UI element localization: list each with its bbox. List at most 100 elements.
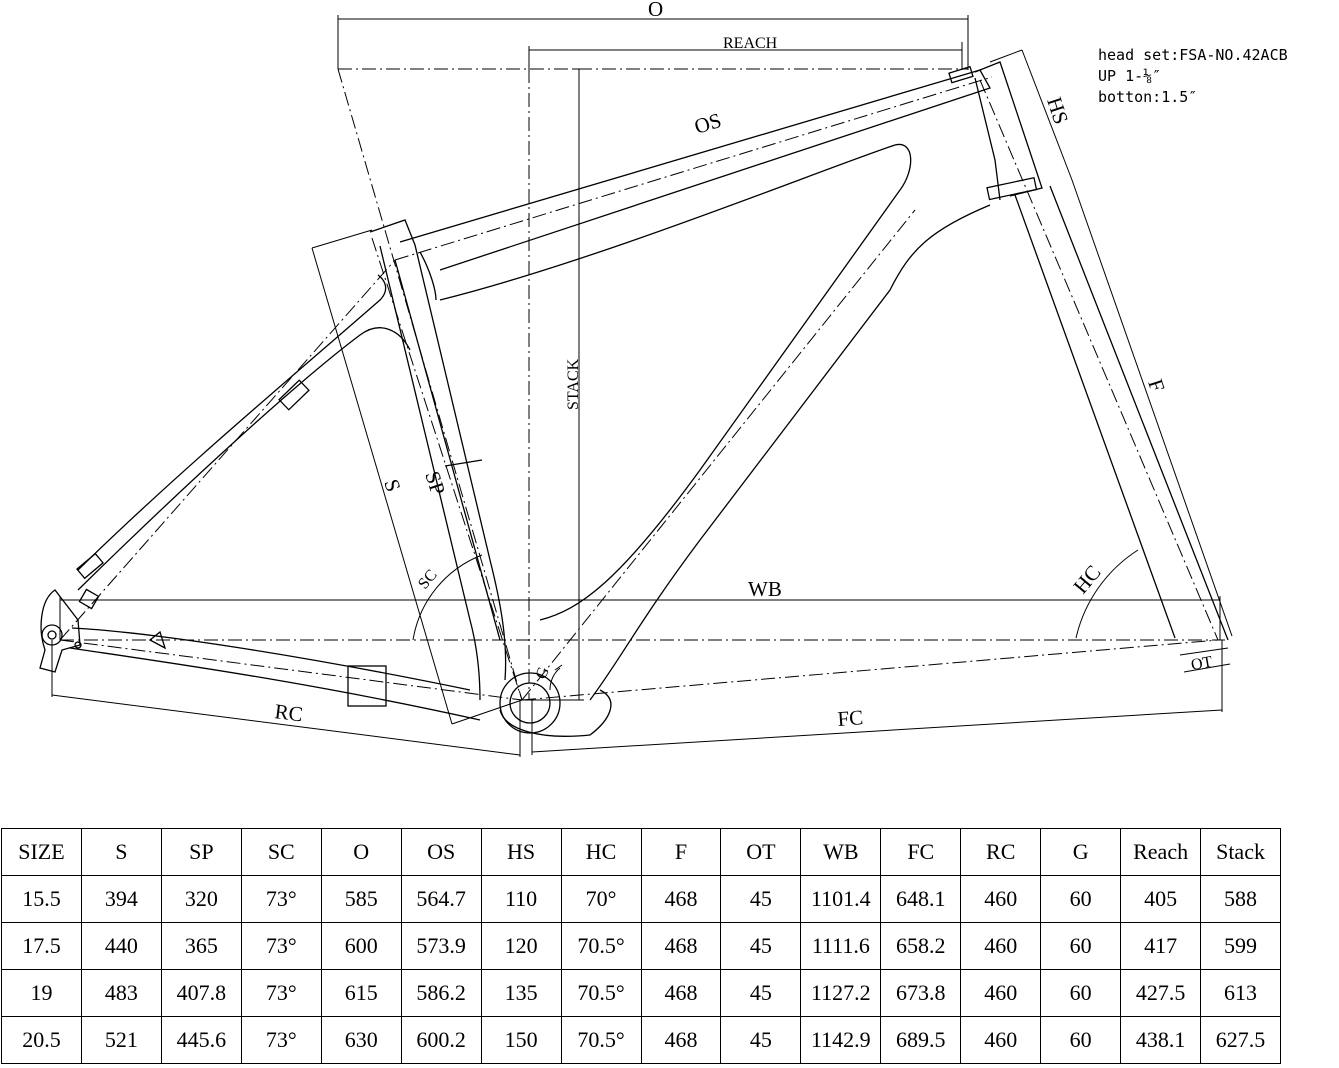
table-cell: 460 xyxy=(960,922,1042,970)
column-header: Reach xyxy=(1120,828,1202,876)
table-cell: 673.8 xyxy=(880,969,962,1017)
table-cell: 110 xyxy=(480,875,562,923)
label-sp: SP xyxy=(420,468,450,498)
column-header: OT xyxy=(720,828,802,876)
table-cell: 73° xyxy=(240,1016,322,1064)
column-header: FC xyxy=(880,828,962,876)
table-cell: 468 xyxy=(640,875,722,923)
table-cell: 394 xyxy=(80,875,162,923)
label-g: G xyxy=(533,664,553,681)
note-bottom: botton:1.5″ xyxy=(1098,88,1197,106)
column-header: S xyxy=(80,828,162,876)
dimension-labels: O REACH STACK OS HS F S SP SC HC WB RC F… xyxy=(273,0,1214,731)
label-sc: SC xyxy=(415,567,441,593)
table-cell: 1127.2 xyxy=(800,969,882,1017)
table-cell: 588 xyxy=(1200,875,1281,923)
column-header: SIZE xyxy=(1,828,82,876)
label-hc: HC xyxy=(1068,560,1105,598)
table-cell: 460 xyxy=(960,875,1042,923)
table-cell: 73° xyxy=(240,969,322,1017)
table-cell: 45 xyxy=(720,922,802,970)
table-cell: 1111.6 xyxy=(800,922,882,970)
label-os: OS xyxy=(691,108,724,139)
table-cell: 73° xyxy=(240,922,322,970)
table-cell: 407.8 xyxy=(160,969,242,1017)
column-header: Stack xyxy=(1200,828,1281,876)
column-header: OS xyxy=(400,828,482,876)
table-cell: 60 xyxy=(1040,969,1122,1017)
table-cell: 45 xyxy=(720,1016,802,1064)
label-fc: FC xyxy=(837,705,864,731)
table-cell: 70.5° xyxy=(560,969,642,1017)
table-cell: 585 xyxy=(320,875,402,923)
table-cell: 120 xyxy=(480,922,562,970)
label-stack: STACK xyxy=(565,358,582,410)
label-ot: OT xyxy=(1190,653,1214,673)
table-cell: 648.1 xyxy=(880,875,962,923)
table-cell: 460 xyxy=(960,1016,1042,1064)
table-cell: 365 xyxy=(160,922,242,970)
table-cell: 468 xyxy=(640,922,722,970)
label-rc: RC xyxy=(273,699,304,726)
table-cell: 468 xyxy=(640,969,722,1017)
table-cell: 440 xyxy=(80,922,162,970)
label-wb: WB xyxy=(748,577,782,601)
table-cell: 573.9 xyxy=(400,922,482,970)
column-header: RC xyxy=(960,828,1042,876)
table-cell: 20.5 xyxy=(1,1016,82,1064)
headset-notes: head set:FSA-NO.42ACB UP 1-⅛″ botton:1.5… xyxy=(1098,46,1288,106)
label-hs: HS xyxy=(1042,94,1073,127)
table-cell: 658.2 xyxy=(880,922,962,970)
table-cell: 45 xyxy=(720,875,802,923)
table-cell: 613 xyxy=(1200,969,1281,1017)
table-cell: 417 xyxy=(1120,922,1202,970)
table-cell: 15.5 xyxy=(1,875,82,923)
table-cell: 135 xyxy=(480,969,562,1017)
table-cell: 320 xyxy=(160,875,242,923)
table-cell: 405 xyxy=(1120,875,1202,923)
table-cell: 427.5 xyxy=(1120,969,1202,1017)
table-cell: 60 xyxy=(1040,875,1122,923)
column-header: G xyxy=(1040,828,1122,876)
table-cell: 615 xyxy=(320,969,402,1017)
table-cell: 521 xyxy=(80,1016,162,1064)
table-cell: 600.2 xyxy=(400,1016,482,1064)
column-header: WB xyxy=(800,828,882,876)
label-o: O xyxy=(648,0,663,21)
table-cell: 564.7 xyxy=(400,875,482,923)
note-headset: head set:FSA-NO.42ACB xyxy=(1098,46,1288,64)
table-cell: 1142.9 xyxy=(800,1016,882,1064)
column-header: SP xyxy=(160,828,242,876)
dimension-lines xyxy=(51,15,1233,757)
table-cell: 599 xyxy=(1200,922,1281,970)
label-f: F xyxy=(1143,376,1169,395)
label-reach: REACH xyxy=(723,35,778,52)
frame-outline xyxy=(39,61,1229,737)
table-cell: 45 xyxy=(720,969,802,1017)
note-upper: UP 1-⅛″ xyxy=(1098,67,1161,85)
column-header: O xyxy=(320,828,402,876)
column-header: HC xyxy=(560,828,642,876)
table-cell: 630 xyxy=(320,1016,402,1064)
table-cell: 445.6 xyxy=(160,1016,242,1064)
table-cell: 70° xyxy=(560,875,642,923)
table-cell: 70.5° xyxy=(560,922,642,970)
table-cell: 1101.4 xyxy=(800,875,882,923)
table-cell: 627.5 xyxy=(1200,1016,1281,1064)
table-cell: 438.1 xyxy=(1120,1016,1202,1064)
column-header: F xyxy=(640,828,722,876)
table-cell: 60 xyxy=(1040,922,1122,970)
table-cell: 17.5 xyxy=(1,922,82,970)
table-cell: 70.5° xyxy=(560,1016,642,1064)
column-header: SC xyxy=(240,828,322,876)
construction-lines xyxy=(59,68,1225,701)
table-cell: 460 xyxy=(960,969,1042,1017)
table-cell: 19 xyxy=(1,969,82,1017)
table-cell: 600 xyxy=(320,922,402,970)
